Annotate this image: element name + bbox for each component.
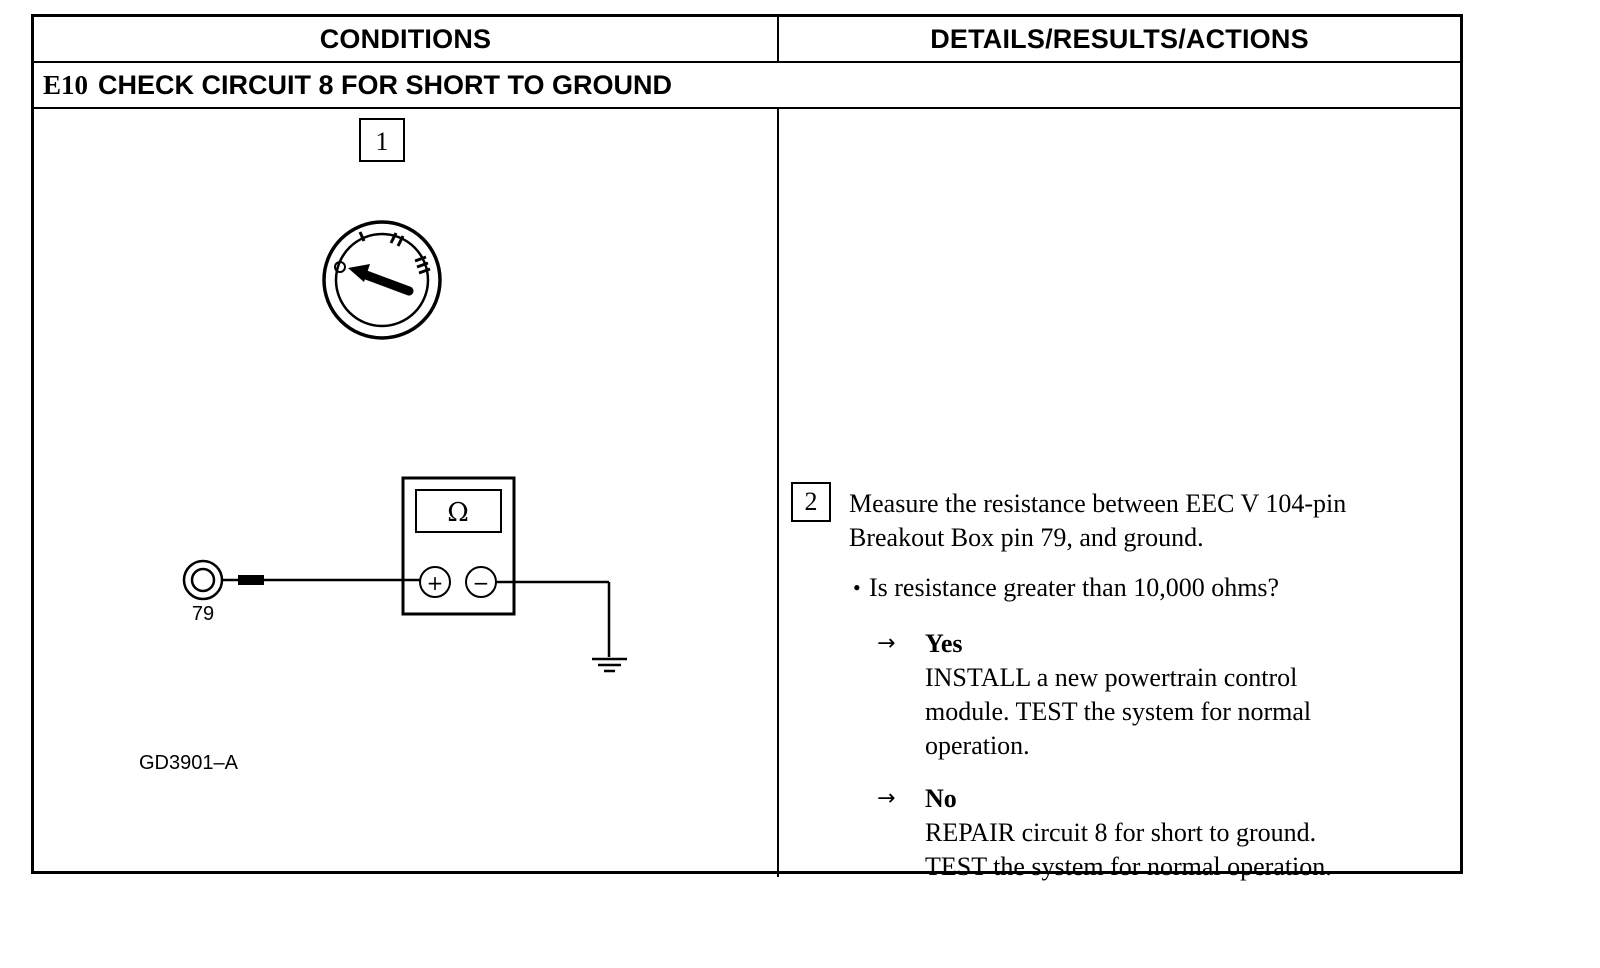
column-divider [777,109,779,877]
no-action: REPAIR circuit 8 for short to ground. TE… [925,816,1425,884]
yes-line-3: operation. [925,731,1030,760]
arrow-right-icon: → [877,786,896,811]
yes-line-1: INSTALL a new powertrain control [925,663,1298,692]
title-rule [34,107,1460,109]
yes-action: INSTALL a new powertrain control module.… [925,661,1425,763]
ignition-key-icon [322,220,442,340]
question-item: • Is resistance greater than 10,000 ohms… [853,571,1280,605]
test-leads [264,578,611,657]
diagnostic-table: CONDITIONS DETAILS/RESULTS/ACTIONS E10 C… [31,14,1463,881]
conditions-header: CONDITIONS [319,23,492,54]
no-line-1: REPAIR circuit 8 for short to ground. [925,818,1317,847]
step1-number: 1 [376,127,389,156]
step2-box: 2 [791,482,831,522]
question-text: Is resistance greater than 10,000 ohms? [869,573,1280,602]
ohmmeter-icon: Ω + − [401,476,516,616]
instruction-line-1: Measure the resistance between EEC V 104… [849,489,1347,518]
plus-terminal: + [427,571,444,595]
no-line-2: TEST the system for normal operation. [925,852,1332,881]
yes-line-2: module. TEST the system for normal [925,697,1312,726]
header-rule [34,61,1460,63]
instruction-line-2: Breakout Box pin 79, and ground. [849,523,1204,552]
no-label: No [925,784,957,813]
ohm-symbol: Ω [447,498,469,528]
measure-instruction: Measure the resistance between EEC V 104… [849,487,1449,555]
ground-icon [592,657,627,673]
conditions-diagram: 1 Ω + − [139,118,627,774]
step1-box: 1 [359,118,405,162]
bullet-icon: • [853,575,861,600]
step-title: E10 CHECK CIRCUIT 8 FOR SHORT TO GROUND [43,63,672,107]
yes-label: Yes [925,629,963,658]
pin-label: 79 [192,603,214,625]
figure-id: GD3901–A [139,752,239,774]
step-title-text: CHECK CIRCUIT 8 FOR SHORT TO GROUND [98,69,673,100]
breakout-pin-icon: 79 [182,559,264,625]
minus-terminal: − [473,571,490,595]
details-header: DETAILS/RESULTS/ACTIONS [930,23,1309,54]
arrow-right-icon: → [877,631,896,656]
details-cell: 2 Measure the resistance between EEC V 1… [779,109,1460,881]
header-divider [777,17,779,61]
step-code: E10 [43,69,89,100]
